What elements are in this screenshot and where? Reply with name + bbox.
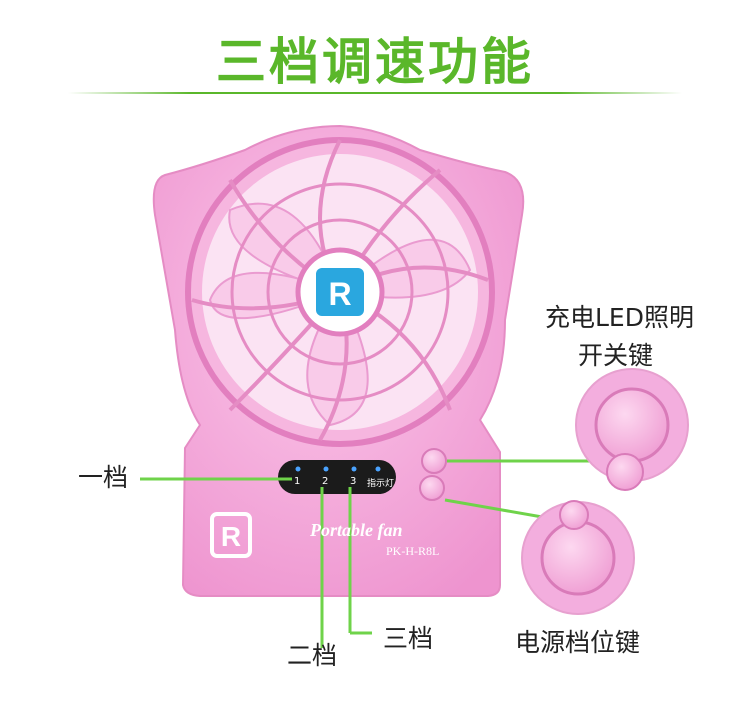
lower-logo-icon (210, 512, 252, 558)
title-divider (68, 92, 682, 94)
label-charge-led: 充电LED照明 (545, 303, 694, 332)
power-button-small[interactable] (419, 475, 445, 501)
svg-text:R: R (328, 276, 351, 312)
panel-number-1: 1 (294, 476, 301, 487)
callout-lines (140, 459, 600, 648)
panel-number-3: 3 (350, 476, 357, 487)
page-title: 三档调速功能 (216, 33, 534, 91)
label-gear-two: 二档 (287, 641, 338, 670)
label-power-key: 电源档位键 (515, 628, 641, 657)
svg-text:R: R (221, 521, 241, 552)
model-text: PK-H-R8L (386, 544, 440, 558)
control-panel (278, 460, 396, 494)
led-switch-small[interactable] (421, 448, 447, 474)
brand-text: Portable fan (310, 520, 403, 540)
label-switch-key: 开关键 (578, 341, 654, 370)
label-gear-three: 三档 (383, 624, 434, 653)
label-gear-one: 一档 (78, 463, 129, 492)
logo-icon (316, 268, 364, 316)
panel-number-2: 2 (322, 476, 329, 487)
zoom-power-button (521, 500, 635, 615)
zoom-led-switch (575, 368, 689, 491)
panel-light-label: 指示灯 (367, 479, 395, 489)
